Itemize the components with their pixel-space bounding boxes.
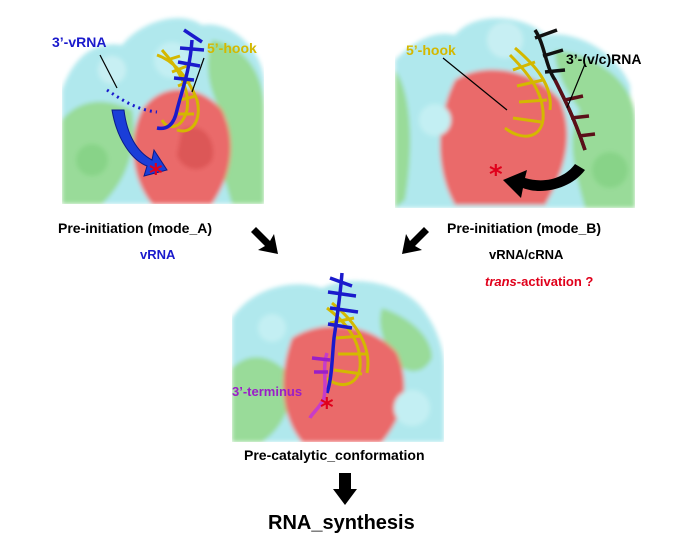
activation-rest: -activation ? [516, 274, 594, 289]
panel-b-activation-note: trans-activation ? [485, 274, 593, 289]
result-title: RNA_synthesis [268, 512, 415, 534]
panel-a-5prime-label: 5’-hook [207, 40, 257, 56]
panel-b-5prime-label: 5’-hook [406, 42, 456, 58]
panel-b-caption: Pre-initiation (mode_B) [447, 220, 602, 236]
panel-a-structure [62, 0, 264, 204]
panel-b-3prime-label: 3’-(v/c)RNA [566, 51, 642, 67]
panel-c-structure [232, 268, 444, 442]
panel-a-3prime-label: 3’-vRNA [52, 34, 107, 50]
panel-a-caption: Pre-initiation (mode_A) [58, 220, 213, 236]
panel-b-structure [395, 0, 635, 208]
panel-c-caption: Pre-catalytic_conformation [244, 447, 425, 463]
panel-c-active-site-marker: * [320, 393, 334, 423]
activation-italic: trans [485, 274, 517, 289]
panel-a-subcaption: vRNA [140, 247, 176, 262]
panel-c-terminus-label: 3’-terminus [232, 384, 303, 399]
panel-b-active-site-marker: * [489, 160, 503, 190]
down-right-arrow-icon [248, 224, 282, 263]
down-arrow-icon [333, 473, 357, 510]
panel-b-subcaption: vRNA/cRNA [489, 247, 564, 262]
down-left-arrow-icon [398, 224, 432, 263]
panel-a-active-site-marker: * [149, 159, 163, 189]
